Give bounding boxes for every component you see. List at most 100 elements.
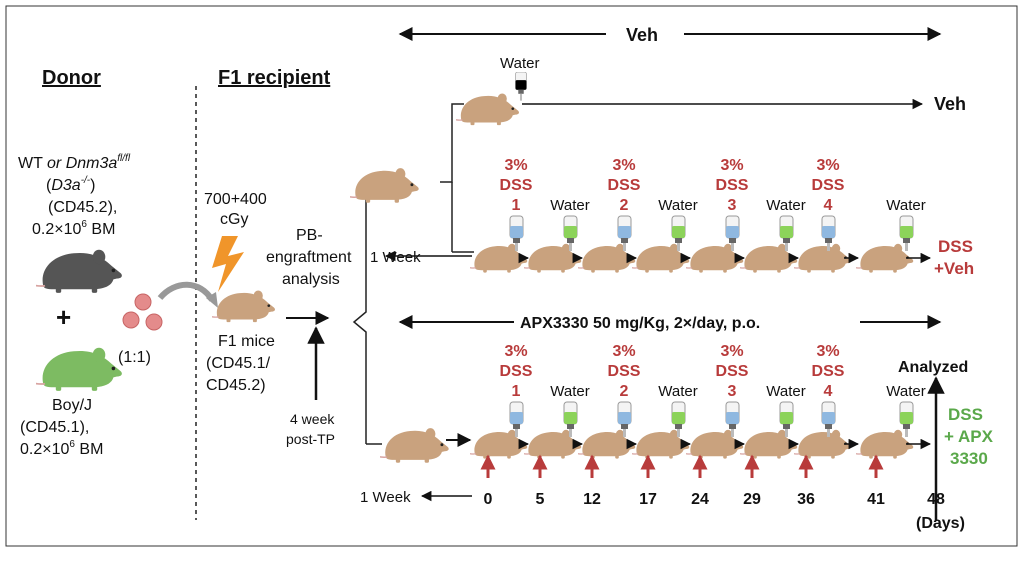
dss-veh-water-bottle-3-icon <box>779 215 794 251</box>
recipient-header: F1 recipient <box>218 67 331 89</box>
veh-mouse-icon <box>456 92 520 126</box>
boy-bm-label: 0.2×106 BM <box>20 439 103 458</box>
dss-veh-water-label-1: Water <box>550 197 589 214</box>
dss-veh-label-2: +Veh <box>934 259 974 278</box>
veh-top-mask <box>606 22 684 46</box>
dss-apx-dss-num-3: 3 <box>728 383 737 400</box>
apx-label: APX3330 50 mg/Kg, 2×/day, p.o. <box>520 315 760 332</box>
dss-apx-water-label-3: Water <box>766 383 805 400</box>
dss-veh-dss-num-3: 3 <box>728 197 737 214</box>
dss-apx-dss-drug-2: DSS <box>608 363 641 380</box>
dss-veh-dss-num-1: 1 <box>512 197 521 214</box>
dss-apx-water-bottle-1-icon <box>563 401 578 437</box>
veh-arm-label: Veh <box>934 94 966 114</box>
wt-label: WT or Dnm3afl/fl <box>18 153 131 172</box>
analysis-line1: PB- <box>296 227 323 244</box>
week-label-1: 1 Week <box>370 249 421 266</box>
veh-water-bottle-icon <box>515 72 527 101</box>
day-label-4: 17 <box>639 491 657 508</box>
timing-line1: 4 week <box>290 411 335 427</box>
day-label-9: 48 <box>927 491 945 508</box>
dss-veh-water-label-4: Water <box>886 197 925 214</box>
day-label-1: 0 <box>484 491 493 508</box>
dss-veh-dss-bottle-2-icon <box>617 215 632 251</box>
split-mouse-top-icon <box>350 167 420 204</box>
dss-apx-water-bottle-3-icon <box>779 401 794 437</box>
d3a-label: (D3a-/-) <box>46 175 95 194</box>
transfer-arrow <box>157 281 215 302</box>
dss-apx-dss-bottle-4-icon <box>821 401 836 437</box>
dss-apx-dss-bottle-2-icon <box>617 401 632 437</box>
split-mouse-bottom-icon <box>380 427 450 464</box>
green-mouse-icon <box>36 346 123 392</box>
ratio-label: (1:1) <box>118 349 151 366</box>
dss-apx-dss-pct-4: 3% <box>816 343 839 360</box>
dose-label: 700+400 <box>204 191 267 208</box>
dss-veh-water-label-2: Water <box>658 197 697 214</box>
dss-veh-dss-bottle-3-icon <box>725 215 740 251</box>
dss-apx-water-label-4: Water <box>886 383 925 400</box>
dss-veh-dss-pct-3: 3% <box>720 157 743 174</box>
dss-apx-dss-drug-4: DSS <box>812 363 845 380</box>
dss-apx-dss-pct-2: 3% <box>612 343 635 360</box>
days-unit-label: (Days) <box>916 515 965 532</box>
timing-line2: post-TP <box>286 431 335 447</box>
dss-apx-dss-pct-1: 3% <box>504 343 527 360</box>
analysis-line2: engraftment <box>266 249 352 266</box>
dss-veh-water-bottle-2-icon <box>671 215 686 251</box>
veh-top-label: Veh <box>626 25 658 45</box>
dss-veh-dss-drug-2: DSS <box>608 177 641 194</box>
dss-veh-water-bottle-1-icon <box>563 215 578 251</box>
dss-apx-dss-num-1: 1 <box>512 383 521 400</box>
dss-apx-dss-drug-1: DSS <box>500 363 533 380</box>
day-label-2: 5 <box>536 491 545 508</box>
day-label-3: 12 <box>583 491 601 508</box>
dss-veh-dss-num-2: 2 <box>620 197 629 214</box>
wt-cd-label: (CD45.2), <box>48 199 117 216</box>
wt-bm-label: 0.2×106 BM <box>32 219 115 238</box>
dss-apx-label-2: + APX <box>944 427 994 446</box>
inner-bracket-top <box>440 103 464 183</box>
f1-mice-label: F1 mice <box>218 333 275 350</box>
dss-apx-dss-bottle-1-icon <box>509 401 524 437</box>
dss-veh-dss-pct-1: 3% <box>504 157 527 174</box>
dss-veh-dss-drug-3: DSS <box>716 177 749 194</box>
boy-cd-label: (CD45.1), <box>20 419 89 436</box>
frame-border <box>5 5 1018 547</box>
dss-veh-water-bottle-4-icon <box>899 215 914 251</box>
dss-apx-dss-bottle-3-icon <box>725 401 740 437</box>
dss-veh-dss-bottle-4-icon <box>821 215 836 251</box>
day-label-5: 24 <box>691 491 709 508</box>
dss-veh-dss-drug-4: DSS <box>812 177 845 194</box>
dss-veh-dss-bottle-1-icon <box>509 215 524 251</box>
analysis-line3: analysis <box>282 271 340 288</box>
dss-apx-label-3: 3330 <box>950 449 988 468</box>
dss-veh-dss-pct-2: 3% <box>612 157 635 174</box>
apx-mask <box>514 310 860 334</box>
dss-apx-water-bottle-2-icon <box>671 401 686 437</box>
dose-unit-label: cGy <box>220 211 248 228</box>
analyzed-label: Analyzed <box>898 359 968 376</box>
plus-sign: + <box>56 302 71 332</box>
dss-apx-dss-drug-3: DSS <box>716 363 749 380</box>
boy-label: Boy/J <box>52 397 92 414</box>
dss-apx-water-label-2: Water <box>658 383 697 400</box>
cells-icon <box>122 293 163 331</box>
dss-veh-dss-pct-4: 3% <box>816 157 839 174</box>
gray-mouse-icon <box>36 248 123 294</box>
day-label-8: 41 <box>867 491 885 508</box>
irradiation-bolt-icon <box>212 236 244 292</box>
dss-apx-water-bottle-4-icon <box>899 401 914 437</box>
transfer-arrow-head <box>206 292 218 308</box>
donor-header: Donor <box>42 67 101 89</box>
dss-apx-dss-pct-3: 3% <box>720 343 743 360</box>
dss-apx-dss-num-4: 4 <box>824 383 833 400</box>
week-label-2: 1 Week <box>360 489 411 506</box>
veh-water-label: Water <box>500 55 539 72</box>
branch-bracket <box>352 186 367 444</box>
